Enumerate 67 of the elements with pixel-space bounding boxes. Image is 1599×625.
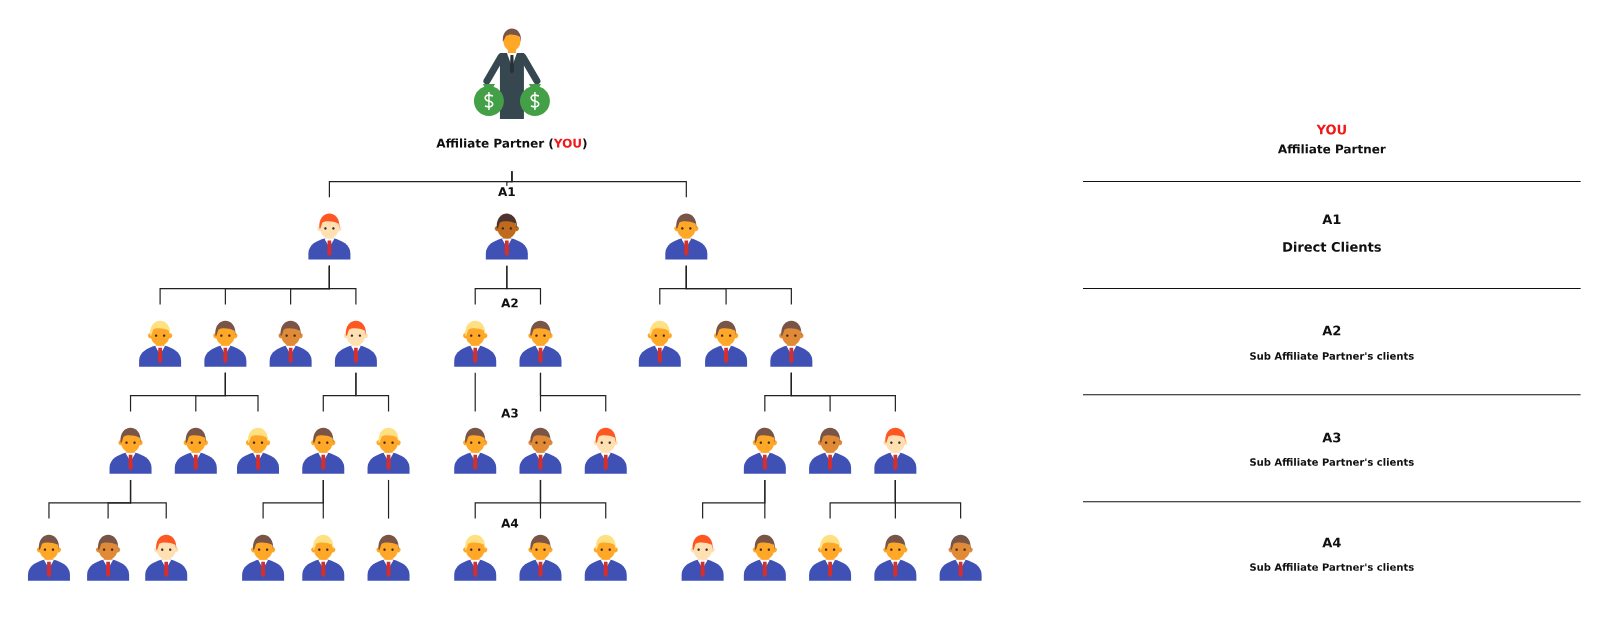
node-label: Affiliate Partner (YOU) — [436, 138, 587, 150]
person-icon — [242, 534, 285, 581]
person-icon — [454, 427, 497, 474]
connector-line — [539, 372, 607, 413]
person-icon — [302, 427, 345, 474]
person-icon — [770, 320, 813, 367]
connector-line — [129, 479, 167, 520]
person-icon — [308, 213, 351, 260]
level-label: YOU — [1315, 123, 1349, 136]
connector-line — [894, 479, 962, 520]
person-icon — [485, 213, 528, 260]
person-icon — [705, 320, 748, 367]
connector-line — [355, 372, 390, 413]
connector-line — [224, 372, 259, 413]
person-icon — [269, 320, 312, 367]
person-icon — [939, 534, 982, 581]
person-icon — [237, 427, 279, 474]
person-icon — [519, 427, 562, 474]
person-icon — [638, 320, 681, 367]
person-icon — [584, 427, 627, 474]
person-icon — [584, 534, 627, 581]
person-icon — [87, 534, 130, 581]
person-icon — [334, 320, 377, 367]
person-icon — [519, 320, 562, 367]
level-description: Direct Clients — [1280, 240, 1384, 254]
person-icon — [874, 534, 917, 581]
connector-line — [387, 479, 390, 520]
person-icon — [809, 534, 852, 581]
level-description: Sub Affiliate Partner's clients — [1247, 456, 1416, 468]
person-icon — [302, 534, 345, 581]
level-description: Sub Affiliate Partner's clients — [1247, 561, 1416, 573]
level-label: A3 — [499, 407, 521, 420]
person-icon — [139, 320, 182, 367]
person-icon — [809, 427, 852, 474]
person-icon — [743, 534, 786, 581]
person-icon — [519, 534, 562, 581]
level-label: A1 — [1320, 213, 1343, 226]
connector-line — [790, 372, 896, 413]
person-icon — [109, 427, 152, 474]
level-label: A3 — [1320, 431, 1343, 444]
connector-line — [511, 170, 687, 198]
connector-line — [539, 479, 607, 520]
connector-line — [328, 265, 357, 306]
person-icon — [145, 534, 188, 581]
level-label: A4 — [1320, 536, 1343, 549]
level-label: A2 — [499, 296, 521, 309]
person-icon — [27, 534, 70, 581]
connector-line — [322, 479, 324, 520]
connector-line — [474, 372, 476, 413]
person-icon — [743, 427, 786, 474]
person-icon — [367, 534, 410, 581]
level-label: A2 — [1320, 324, 1343, 337]
level-description: Affiliate Partner — [1276, 142, 1388, 156]
level-description: Sub Affiliate Partner's clients — [1247, 350, 1416, 362]
connector-line — [764, 479, 766, 520]
person-icon — [665, 213, 708, 260]
connector-line — [685, 265, 792, 306]
level-label: A4 — [499, 517, 521, 529]
person-icon — [174, 427, 217, 474]
level-label: A1 — [496, 185, 518, 198]
person-icon — [204, 320, 247, 367]
person-icon — [454, 534, 497, 581]
person-icon — [874, 427, 917, 474]
person-icon — [454, 320, 497, 367]
person-icon — [681, 534, 724, 581]
connector-line — [506, 265, 542, 306]
person-icon — [367, 427, 410, 474]
